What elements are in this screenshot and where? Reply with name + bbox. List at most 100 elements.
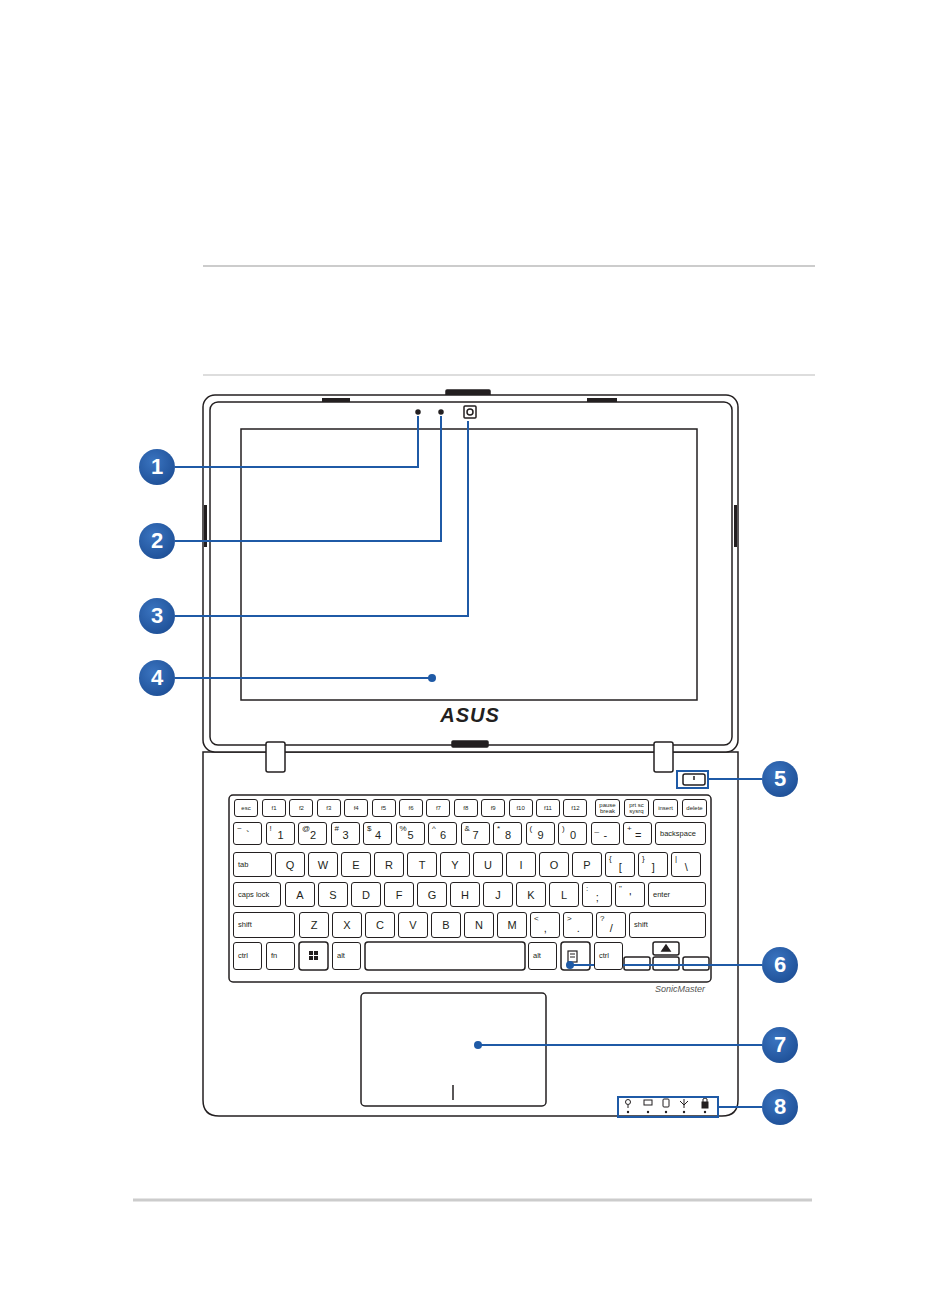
keyboard-key: F	[384, 882, 414, 907]
key-legend: 7	[473, 830, 479, 841]
keyboard-key: N	[464, 912, 494, 938]
key-legend: 2	[310, 830, 316, 841]
key-legend: 8	[505, 830, 511, 841]
key-legend: f4	[346, 805, 366, 811]
callout-text: 7	[774, 1032, 786, 1058]
keyboard-key: f3	[317, 799, 341, 817]
keyboard-key: W	[308, 852, 338, 877]
keyboard-key: "'	[615, 882, 645, 907]
keyboard-key: f10	[509, 799, 533, 817]
key-legend: (	[530, 825, 533, 833]
keyboard-key: insert	[653, 799, 678, 817]
keyboard-key: f6	[399, 799, 423, 817]
keyboard-key: shift	[233, 912, 295, 938]
key-legend: ctrl	[599, 952, 609, 960]
keyboard-key: f7	[426, 799, 450, 817]
key-legend: alt	[533, 952, 541, 960]
keyboard-key: L	[549, 882, 579, 907]
callout-number: 2	[139, 523, 175, 559]
callout-number: 5	[762, 761, 798, 797]
key-legend: f3	[319, 805, 339, 811]
keyboard-key: |\	[671, 852, 701, 877]
keyboard-key: J	[483, 882, 513, 907]
key-legend: f12	[565, 805, 585, 811]
key-legend: *	[497, 825, 500, 833]
keyboard-key: ctrl	[233, 942, 262, 970]
key-legend: R	[385, 859, 393, 870]
key-legend: X	[343, 920, 350, 931]
key-legend: }	[642, 855, 645, 863]
key-legend: )	[562, 825, 565, 833]
keyboard-key: fn	[266, 942, 295, 970]
key-legend: %	[400, 825, 407, 833]
keyboard-key: A	[285, 882, 315, 907]
key-legend: B	[442, 920, 449, 931]
callout-number: 1	[139, 449, 175, 485]
key-legend: J	[495, 889, 501, 900]
key-legend: K	[527, 889, 534, 900]
key-legend: -	[604, 830, 608, 841]
key-legend: 9	[538, 830, 544, 841]
key-legend: f10	[511, 805, 531, 811]
callout-text: 1	[151, 454, 163, 480]
key-legend: $	[367, 825, 371, 833]
keyboard-key: !1	[266, 822, 295, 845]
key-legend: .	[577, 923, 580, 934]
key-legend: f1	[264, 805, 284, 811]
key-legend: D	[362, 889, 370, 900]
key-legend: enter	[653, 891, 670, 899]
keyboard-key: ~`	[233, 822, 262, 845]
keyboard-key: K	[516, 882, 546, 907]
keyboard-key: :;	[582, 882, 612, 907]
keyboard-key: ?/	[596, 912, 626, 938]
key-legend: S	[329, 889, 336, 900]
callout-number: 6	[762, 947, 798, 983]
keyboard-key: ^6	[428, 822, 457, 845]
keyboard-key: >.	[563, 912, 593, 938]
keyboard-key: prt sc sysrq	[624, 799, 649, 817]
key-legend: =	[635, 830, 641, 841]
callout-number: 4	[139, 660, 175, 696]
key-legend: >	[567, 915, 572, 923]
key-legend: shift	[238, 921, 252, 929]
keyboard-key: backspace	[655, 822, 706, 845]
key-legend: E	[352, 859, 359, 870]
keyboard-key: X	[332, 912, 362, 938]
key-legend: f9	[483, 805, 503, 811]
key-legend: `	[246, 830, 250, 841]
keyboard-key: _-	[591, 822, 620, 845]
keyboard-key: (9	[526, 822, 555, 845]
keyboard-key: +=	[623, 822, 652, 845]
callout-number: 7	[762, 1027, 798, 1063]
keyboard-key: alt	[332, 942, 361, 970]
keyboard-key: $4	[363, 822, 392, 845]
key-legend: shift	[634, 921, 648, 929]
keyboard-key: ctrl	[594, 942, 623, 970]
key-legend: _	[595, 825, 599, 833]
key-legend: {	[609, 855, 612, 863]
key-legend: I	[519, 859, 522, 870]
keyboard-key: f9	[481, 799, 505, 817]
keyboard-key: Q	[275, 852, 305, 877]
keyboard-key: E	[341, 852, 371, 877]
key-legend: f8	[456, 805, 476, 811]
keyboard-key: T	[407, 852, 437, 877]
callout-text: 2	[151, 528, 163, 554]
key-legend: Y	[451, 859, 458, 870]
brand-logo: ASUS	[410, 704, 530, 726]
key-legend: 0	[570, 830, 576, 841]
keyboard-key: R	[374, 852, 404, 877]
keyboard-key: H	[450, 882, 480, 907]
keyboard-key: delete	[682, 799, 707, 817]
key-legend: G	[428, 889, 437, 900]
keyboard-key: <,	[530, 912, 560, 938]
keyboard-key: tab	[233, 852, 272, 877]
callout-text: 3	[151, 603, 163, 629]
keyboard-key: f5	[372, 799, 396, 817]
key-legend: backspace	[660, 830, 696, 838]
key-legend: f7	[428, 805, 448, 811]
keyboard-key: Y	[440, 852, 470, 877]
key-legend: A	[296, 889, 303, 900]
callout-text: 4	[151, 665, 163, 691]
key-legend: 5	[408, 830, 414, 841]
